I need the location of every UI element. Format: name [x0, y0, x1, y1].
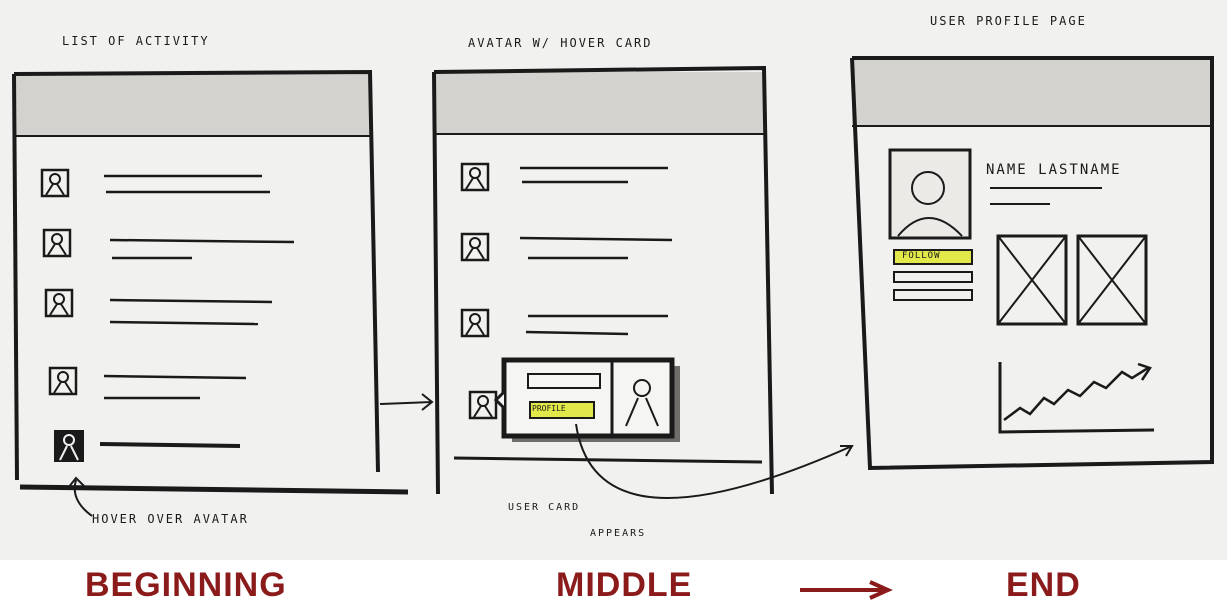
avatar-icon: [42, 170, 68, 196]
card-annotation-line2: APPEARS: [590, 528, 646, 539]
avatar-icon: [50, 368, 76, 394]
image-placeholder: [998, 236, 1066, 324]
panel-title-middle: AVATAR W/ HOVER CARD: [468, 36, 653, 50]
panel-beginning: [14, 72, 408, 516]
panel-title-beginning: LIST OF ACTIVITY: [62, 34, 210, 48]
profile-button-label: PROFILE: [532, 404, 566, 413]
avatar-icon: [462, 234, 488, 260]
follow-button-label: FOLLOW: [902, 251, 941, 261]
stage-label-end: END: [1006, 566, 1081, 605]
profile-photo: [890, 150, 970, 238]
activity-row: [42, 170, 270, 196]
activity-row: [462, 164, 668, 190]
activity-graph: [1000, 362, 1154, 432]
avatar-icon: [470, 392, 496, 418]
activity-row: [46, 290, 272, 324]
stage-label-middle: MIDDLE: [556, 566, 692, 605]
stage-label-beginning: BEGINNING: [85, 566, 287, 605]
avatar-icon: [44, 230, 70, 256]
panel-title-end: USER PROFILE PAGE: [930, 14, 1087, 28]
hover-pointer-arrow: [68, 478, 92, 516]
panel-middle: [434, 68, 852, 498]
card-annotation-line1: USER CARD: [508, 502, 580, 513]
activity-row: [462, 234, 672, 260]
hover-card: [496, 360, 680, 442]
panel-end: [852, 58, 1212, 468]
image-placeholder: [1078, 236, 1146, 324]
hover-annotation: HOVER OVER AVATAR: [92, 512, 249, 526]
avatar-icon: [462, 310, 488, 336]
flow-arrow: [380, 394, 432, 410]
wireframe-sketch: [0, 0, 1227, 560]
stage-arrow-icon: [800, 582, 888, 598]
avatar-icon: [46, 290, 72, 316]
activity-row-hovered: [54, 430, 240, 462]
activity-row: [50, 368, 246, 398]
activity-row: [462, 310, 668, 336]
avatar-icon: [462, 164, 488, 190]
profile-name: NAME LASTNAME: [986, 162, 1122, 178]
activity-row: [44, 230, 294, 258]
